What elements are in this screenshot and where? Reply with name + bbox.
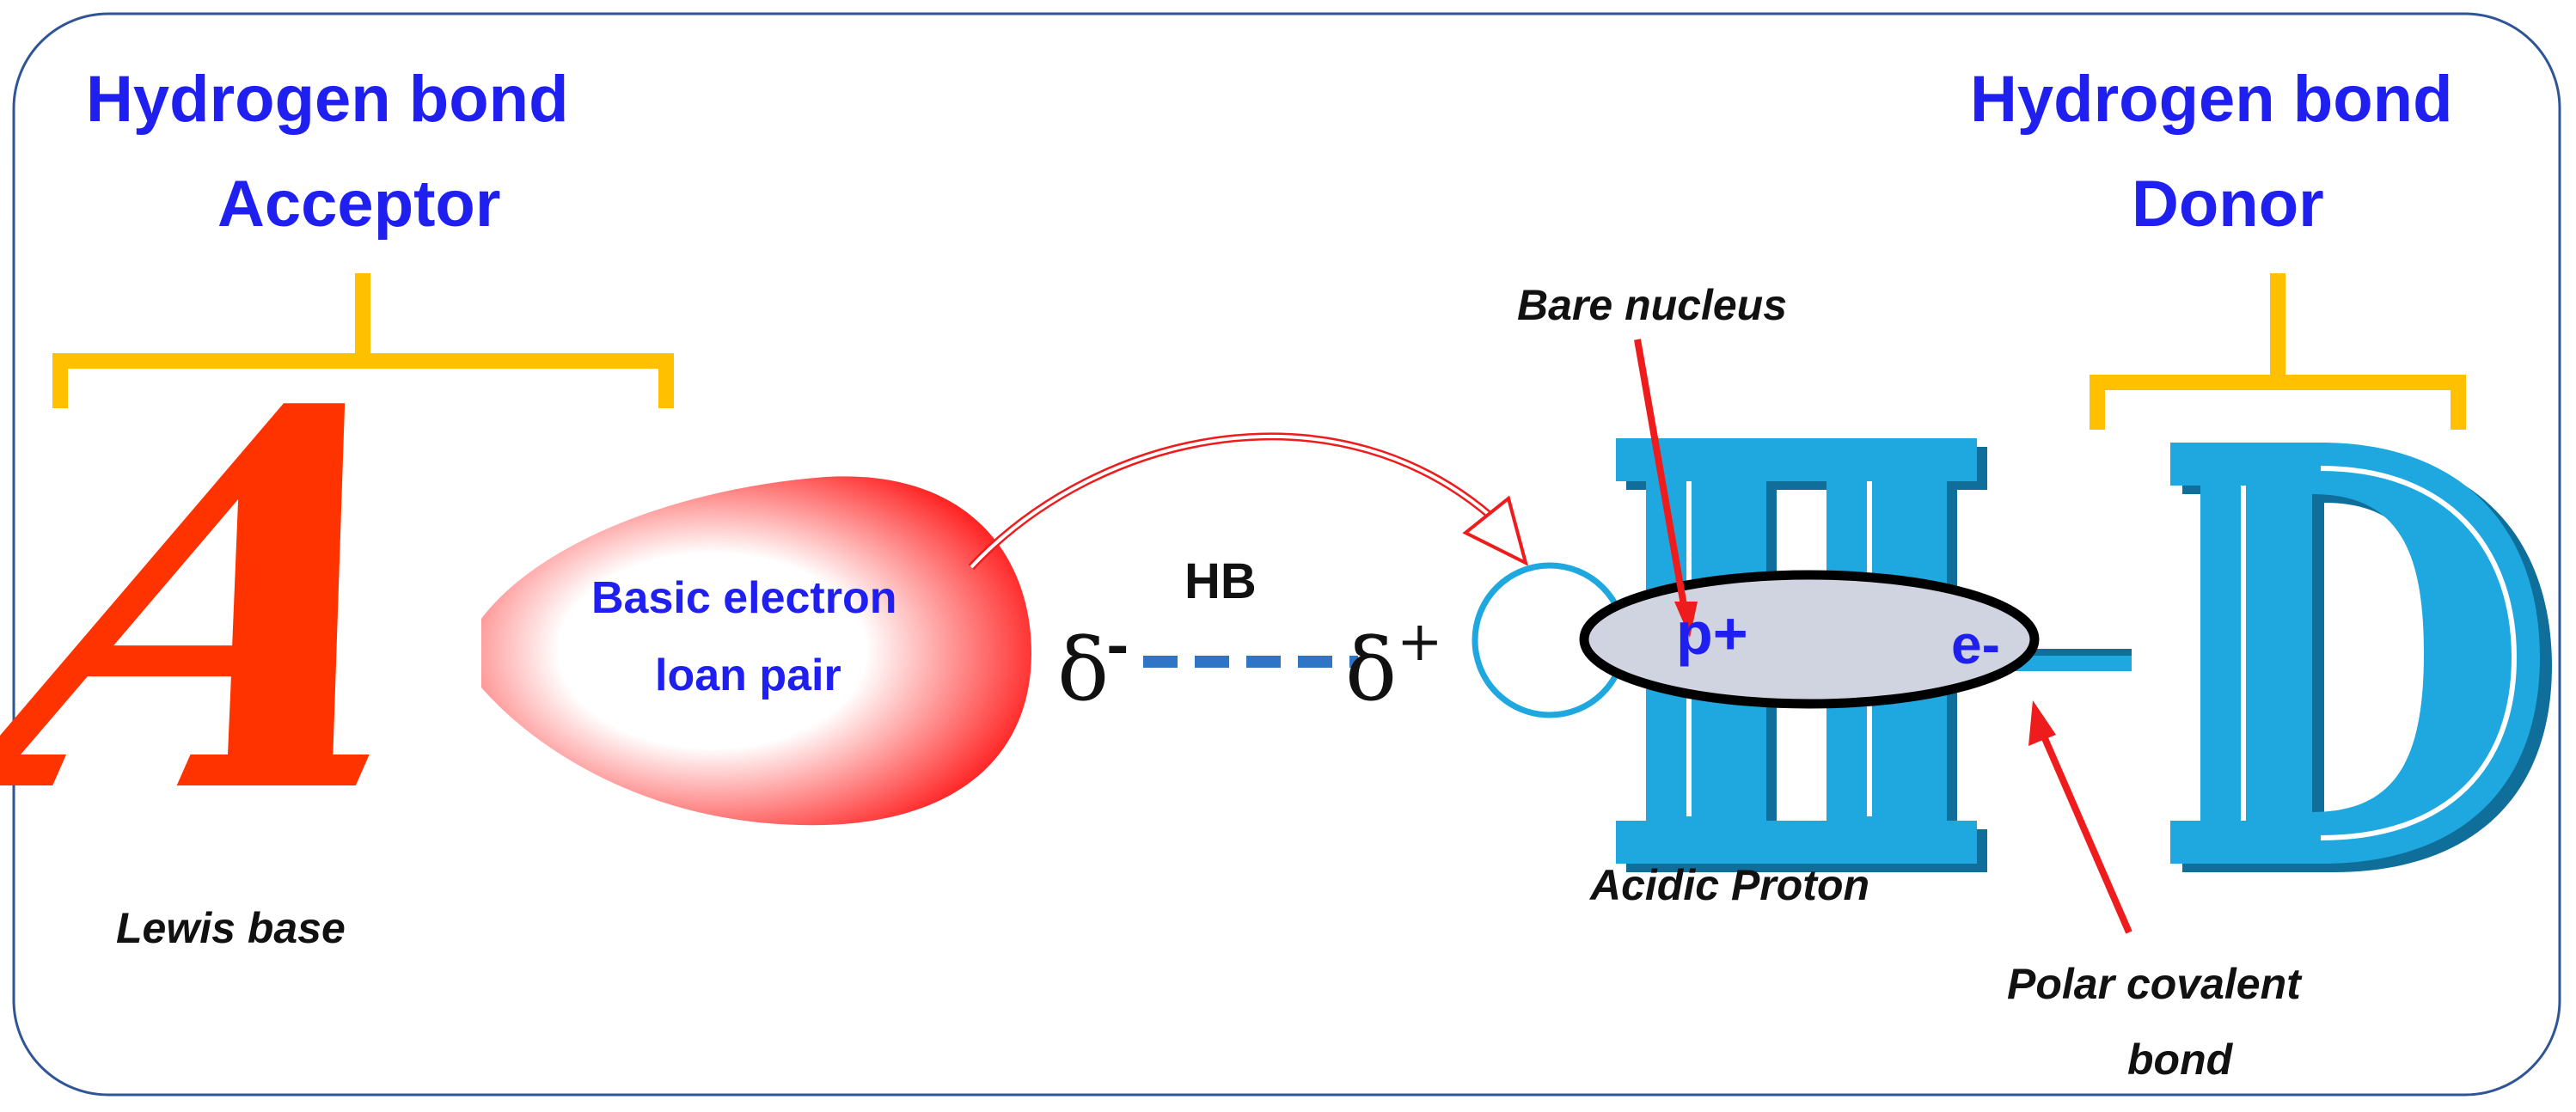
lone-pair-lobe <box>481 476 1031 826</box>
polar-bond-arrow <box>2028 700 2132 934</box>
donor-bracket <box>2090 273 2466 430</box>
delta-minus-sign: - <box>1106 614 1129 678</box>
polar-covalent-label-line1: Polar covalent <box>2007 960 2301 1008</box>
acceptor-heading-line1: Hydrogen bond <box>86 63 569 136</box>
bare-nucleus-arrow <box>1634 339 1698 638</box>
covalent-bond-bar-highlight <box>2003 649 2132 656</box>
polar-covalent-label-line2: bond <box>2127 1036 2233 1084</box>
acceptor-heading-line2: Acceptor <box>217 168 501 241</box>
electron-donation-arrowhead <box>1462 495 1529 566</box>
delta-minus-symbol: δ <box>1057 620 1110 720</box>
electron-label: e- <box>1951 614 2000 675</box>
electron-donation-arrow <box>970 434 1502 569</box>
donor-letter-graphic <box>2170 443 2552 872</box>
delta-plus-symbol: δ <box>1345 620 1398 720</box>
bare-nucleus-label: Bare nucleus <box>1517 281 1788 329</box>
donor-heading-line1: Hydrogen bond <box>1970 63 2453 136</box>
lone-pair-label-line2: loan pair <box>655 651 841 700</box>
hb-label: HB <box>1184 553 1257 609</box>
delta-plus-sign: + <box>1397 610 1443 674</box>
proton-electron-oval <box>1579 570 2040 709</box>
proton-label: p+ <box>1676 600 1748 667</box>
donor-heading-line2: Donor <box>2132 168 2324 241</box>
acceptor-bracket <box>52 273 674 408</box>
lone-pair-label-line1: Basic electron <box>591 573 897 623</box>
acidic-proton-label: Acidic Proton <box>1590 861 1870 909</box>
lewis-base-label: Lewis base <box>116 904 346 952</box>
